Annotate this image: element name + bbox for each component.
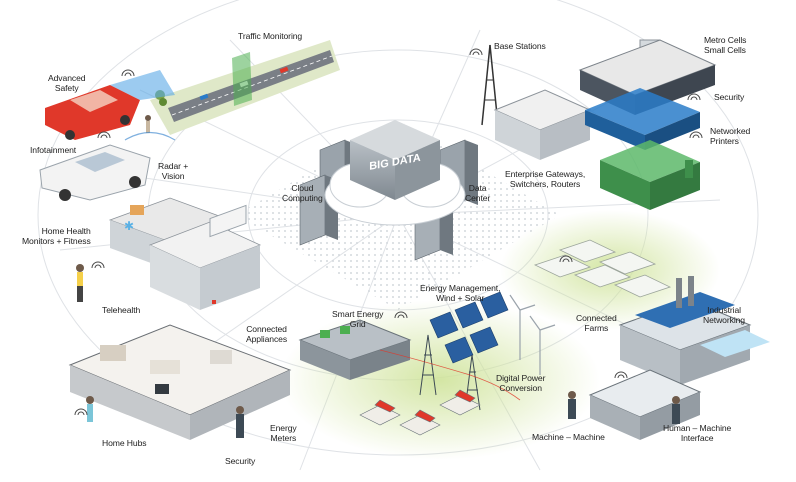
security-person-icon: [236, 406, 244, 438]
label-radar-vision: Radar + Vision: [158, 161, 189, 181]
white-car-icon: [39, 144, 151, 201]
label-human-machine: Human – Machine Interface: [663, 423, 732, 443]
enterprise-building: [493, 39, 717, 210]
label-smart-energy-grid: Smart Energy Grid: [332, 309, 384, 329]
label-energy-meters: Energy Meters: [270, 423, 297, 443]
label-industrial-networking: Industrial Networking: [703, 305, 745, 325]
label-security-home: Security: [225, 456, 256, 466]
label-cloud-computing: Cloud Computing: [282, 183, 323, 203]
greenhouses: [533, 239, 672, 298]
pedestrian-icon: [124, 115, 176, 141]
label-home-health: Home Health Monitors + Fitness: [22, 226, 91, 246]
home-hub-person-icon: [86, 396, 94, 422]
label-connected-farms: Connected Farms: [576, 313, 617, 333]
label-home-hubs: Home Hubs: [102, 438, 147, 448]
industrial-factory: [588, 276, 770, 440]
label-enterprise-gateways: Enterprise Gateways, Switchers, Routers: [505, 169, 586, 189]
label-machine-machine: Machine – Machine: [532, 432, 605, 442]
home-health-building: ✱: [108, 197, 262, 310]
label-infotainment: Infotainment: [30, 145, 77, 155]
wifi-icons: [74, 48, 703, 416]
label-data-center: Data Center: [465, 183, 491, 203]
hmi-worker-icon: [672, 396, 680, 424]
label-digital-power: Digital Power Conversion: [496, 373, 546, 393]
label-telehealth: Telehealth: [102, 305, 141, 315]
label-networked-printers: Networked Printers: [710, 126, 751, 146]
svg-text:✱: ✱: [124, 219, 134, 233]
label-metro-cells: Metro Cells Small Cells: [704, 35, 747, 55]
label-security-enterprise: Security: [714, 92, 745, 102]
fitness-person-icon: [76, 264, 84, 302]
label-advanced-safety: Advanced Safety: [48, 73, 86, 93]
traffic-monitoring-scene: [150, 40, 340, 135]
smart-grid-scene: [298, 291, 556, 436]
label-energy-management: Energy Management, Wind + Solar: [420, 283, 501, 303]
home-hubs-house: [68, 324, 292, 440]
label-base-stations: Base Stations: [494, 41, 546, 51]
big-data-center: BIG DATA: [299, 120, 478, 261]
label-connected-appliances: Connected Appliances: [246, 324, 288, 344]
machine-worker-icon: [568, 391, 576, 419]
label-traffic-monitoring: Traffic Monitoring: [238, 31, 303, 41]
red-car-icon: [45, 70, 175, 140]
